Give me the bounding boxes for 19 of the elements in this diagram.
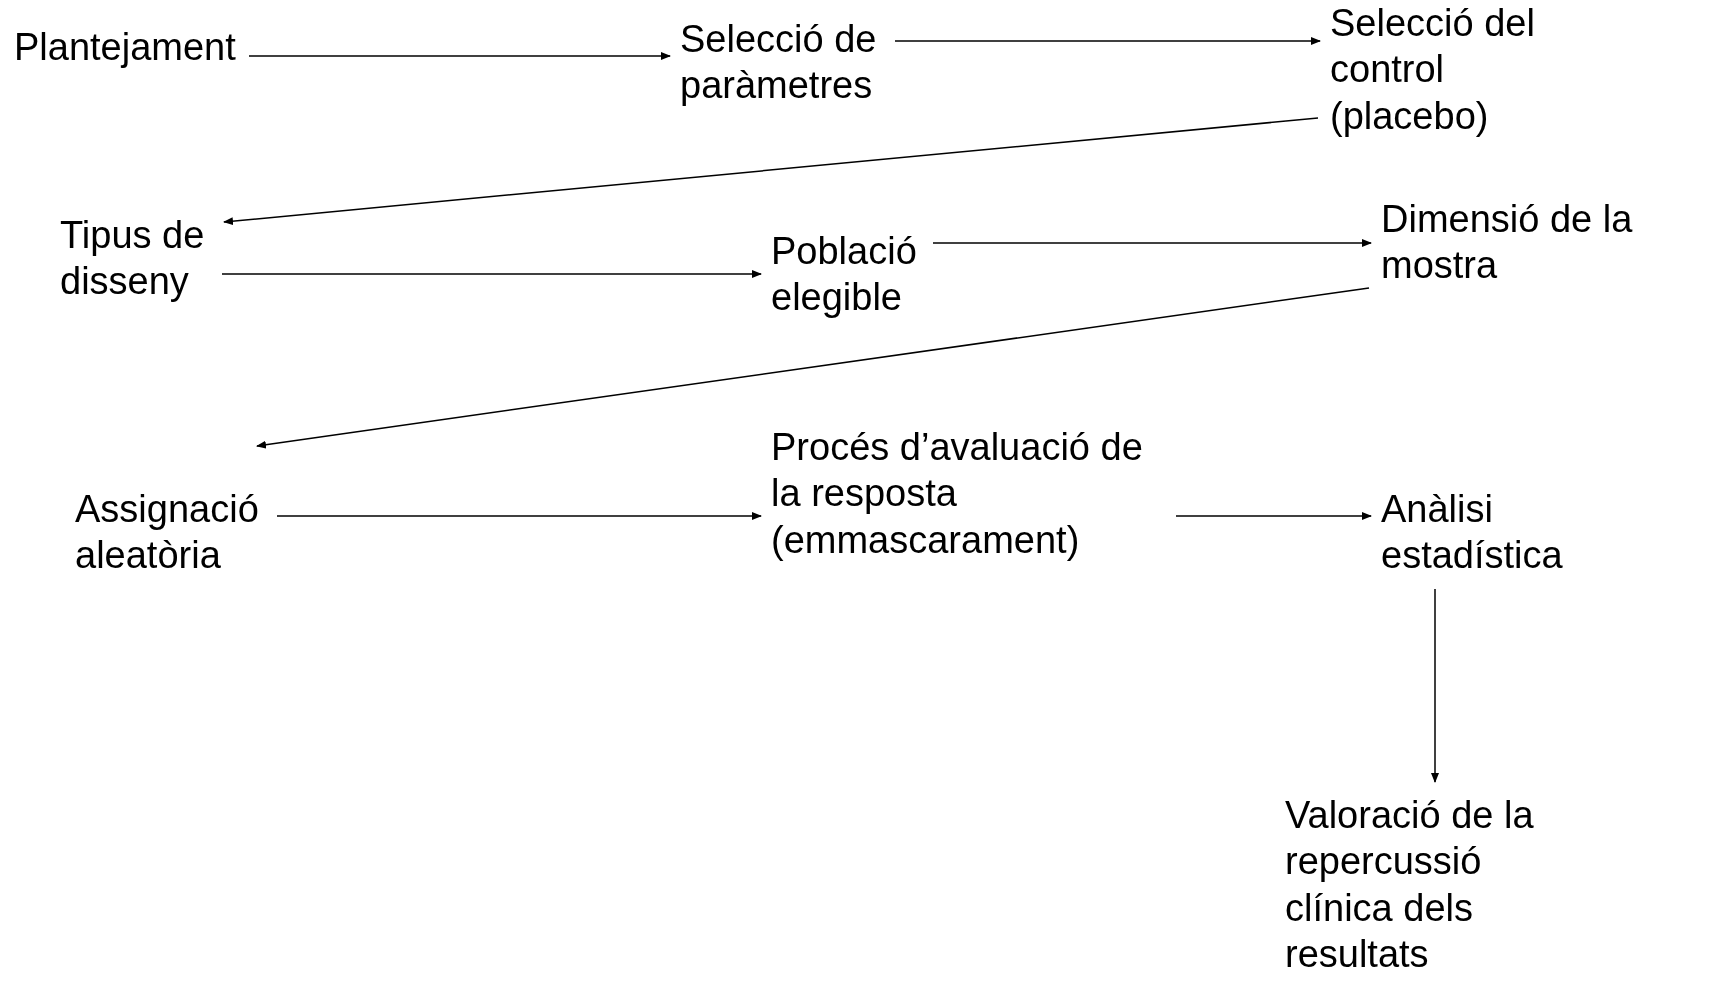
step-text: Procés d’avaluació de la resposta (emmascarament)	[771, 424, 1166, 564]
arrow	[256, 287, 1370, 449]
step-text: Població elegible	[771, 228, 923, 321]
arrow	[221, 270, 762, 278]
arrow	[248, 52, 671, 60]
arrow	[932, 239, 1372, 247]
step-text: Assignació aleatòria	[75, 486, 267, 579]
step-text: Valoració de la repercussió clínica dels resultats	[1285, 792, 1543, 978]
arrow	[1431, 588, 1439, 783]
step-text: Selecció de paràmetres	[680, 16, 885, 109]
arrow	[276, 512, 762, 520]
step-text: Anàlisi estadística	[1381, 486, 1573, 579]
step-text: Tipus de disseny	[60, 212, 212, 305]
arrow	[894, 37, 1321, 45]
step-text: Plantejament	[14, 24, 239, 71]
arrow	[223, 117, 1319, 226]
step-text: Dimensió de la mostra	[1381, 196, 1639, 289]
arrow	[1175, 512, 1372, 520]
step-text: Selecció del control (placebo)	[1330, 0, 1542, 140]
